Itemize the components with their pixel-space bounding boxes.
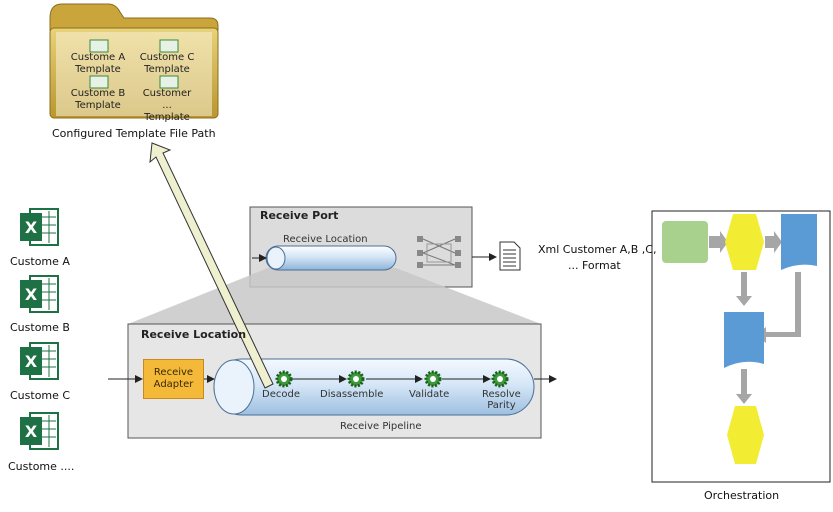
stage-resolve-line1: Resolve [482, 389, 521, 400]
template-b-name: Custome B [70, 88, 126, 99]
stage-resolve: Resolve Parity [482, 389, 521, 411]
stage-validate: Validate [409, 389, 450, 400]
template-b-suffix: Template [75, 100, 121, 111]
template-a-name: Custome A [70, 52, 126, 63]
excel-label-c: Custome C [10, 389, 71, 402]
adapter-line2: Adapter [153, 379, 194, 390]
adapter-line1: Receive [153, 367, 194, 378]
excel-label-a: Custome A [10, 255, 70, 268]
xml-format-line1: Xml Customer A,B ,C, [538, 243, 657, 256]
excel-icons: X X X X [20, 208, 59, 450]
folder-caption: Configured Template File Path [52, 127, 216, 140]
receive-location-title: Receive Location [141, 328, 247, 341]
orchestration-flow [662, 214, 817, 464]
template-a-suffix: Template [75, 64, 121, 75]
stage-decode: Decode [262, 389, 300, 400]
receive-adapter: Receive Adapter [143, 359, 204, 399]
svg-text:X: X [25, 285, 38, 304]
folder-template-c: Custome C Template [139, 52, 195, 76]
template-c-suffix: Template [144, 64, 190, 75]
gear-icon-resolve [491, 370, 509, 388]
receive-pipeline-label: Receive Pipeline [340, 421, 422, 432]
zoom-trapezoid [128, 268, 541, 324]
receive-location-label: Receive Location [283, 234, 368, 245]
gear-icon-decode [275, 370, 293, 388]
folder-template-more: Customer ... Template [137, 88, 197, 124]
svg-text:X: X [25, 218, 38, 237]
svg-text:X: X [25, 422, 38, 441]
map-icon [417, 236, 461, 268]
gear-icon-disassemble [347, 370, 365, 388]
gear-icon-validate [424, 370, 442, 388]
folder-template-a: Custome A Template [70, 52, 126, 76]
stage-resolve-line2: Parity [487, 400, 516, 411]
xml-document-icon [499, 241, 521, 271]
xml-format-line2: ... Format [568, 259, 621, 272]
folder-template-b: Custome B Template [70, 88, 126, 112]
receive-port-title: Receive Port [260, 209, 339, 222]
folder-template-icons [89, 39, 179, 89]
template-more-suffix: Template [144, 112, 190, 123]
template-c-name: Custome C [139, 52, 195, 63]
svg-text:X: X [25, 352, 38, 371]
excel-label-b: Custome B [10, 321, 70, 334]
excel-label-more: Custome .... [8, 460, 75, 473]
stage-disassemble: Disassemble [320, 389, 384, 400]
template-pointer-arrow [149, 142, 274, 389]
orchestration-caption: Orchestration [704, 489, 780, 502]
template-more-name: Customer ... [142, 88, 192, 111]
